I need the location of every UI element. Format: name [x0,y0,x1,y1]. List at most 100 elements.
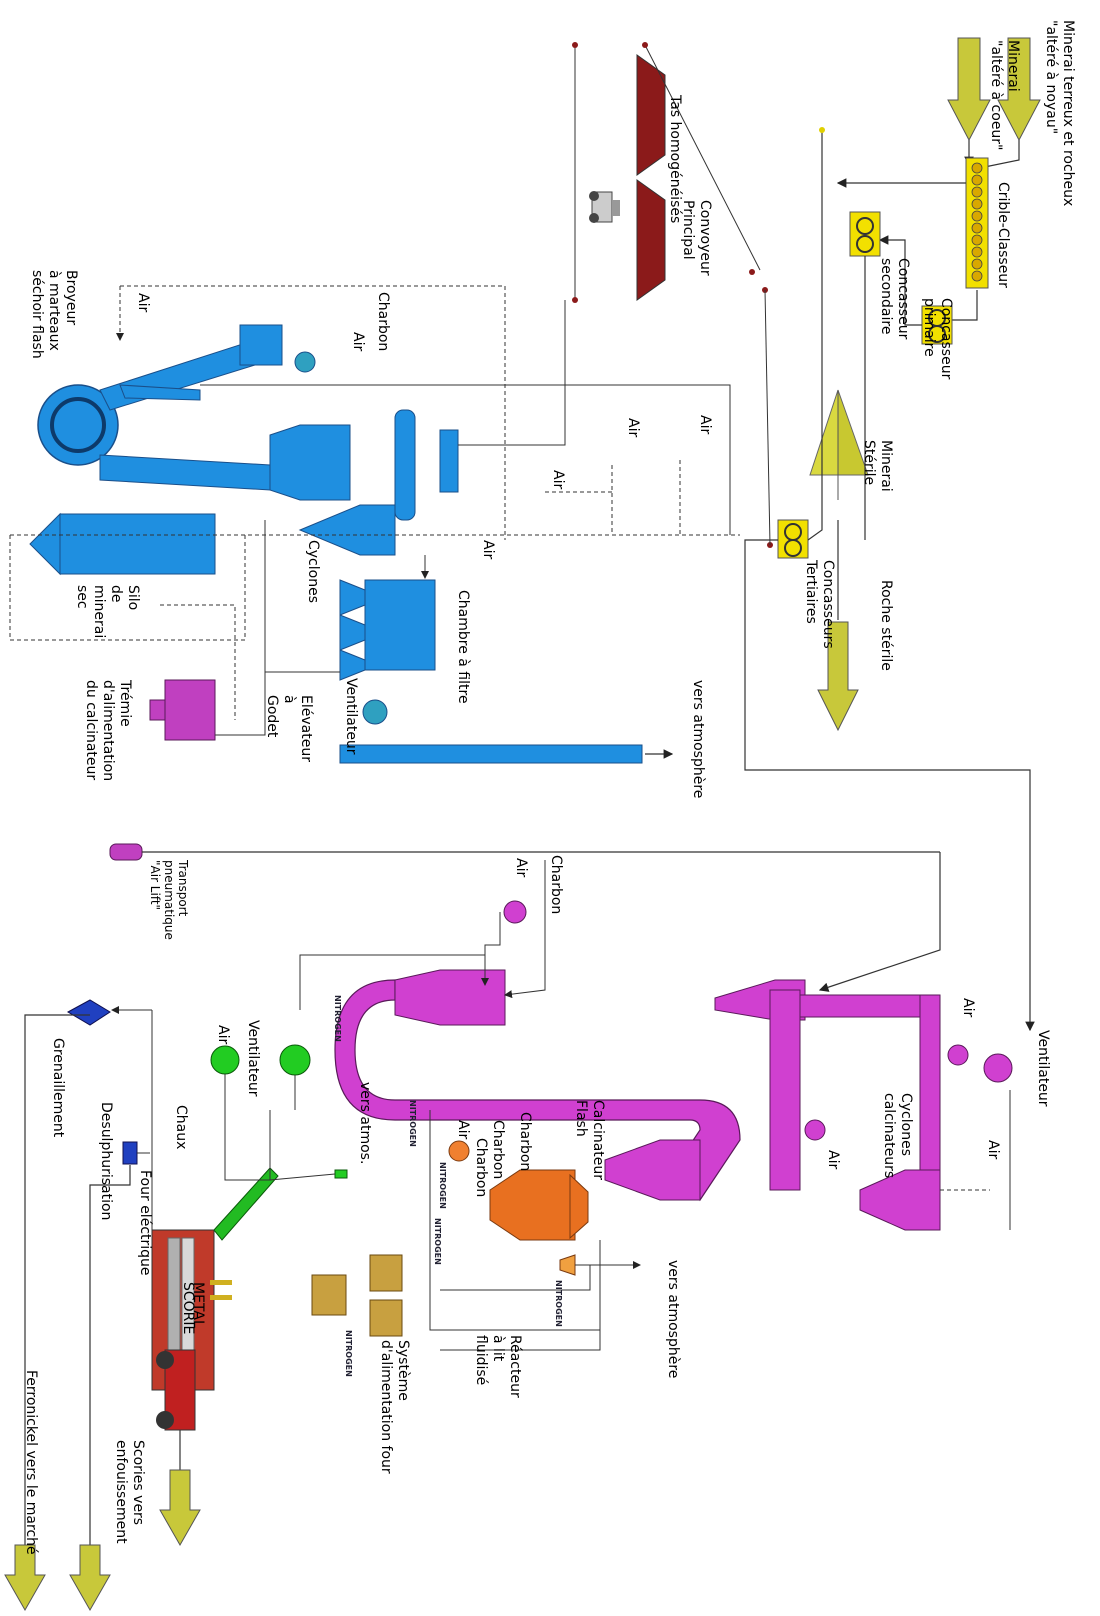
label-ore-core-2: "altéré à coeur" [988,40,1004,151]
label-silo-1: Silo [125,585,141,611]
label-air-2: Air [697,415,713,435]
label-chambre-filtre: Chambre à filtre [455,590,471,704]
label-roche-sterile: Roche stérile [878,580,894,671]
label-minerai-sterile-2: Stérile [861,440,877,486]
label-calcinateur-1: Calcinateur [590,1100,606,1181]
label-charbon-flash: Charbon [517,1112,533,1172]
cyclones-blue [298,409,459,556]
concasseur-secondaire [849,211,881,257]
label-vers-atmosphere-reactor: vers atmosphère [665,1260,681,1379]
chambre-a-filtre [339,579,436,681]
output-arrow-ferronickel [4,1544,46,1612]
label-air-calc-4: Air [825,1150,841,1170]
label-charbon-dryer: Charbon [375,292,391,352]
label-ore-earthy-2: "altéré à noyau" [1043,20,1059,135]
label-four: Four eléctrique [137,1170,153,1276]
label-concasseur-secondaire-2: secondaire [878,258,894,335]
label-elevateur-3: Godet [264,695,280,738]
label-metal: METAL [190,1282,206,1328]
label-ventilateur-furnace: Ventilateur [245,1020,261,1097]
output-arrow-scories [159,1469,201,1547]
label-desulph: Desulphurisation [98,1102,114,1221]
label-cyclones-calc-2: calcinateurs [881,1093,897,1179]
label-silo-3: minerai [91,585,107,639]
label-air-calc-2: Air [960,998,976,1018]
grenaillement-unit [66,999,111,1026]
label-broyeur-3: séchoir flash [29,270,45,359]
label-concasseur-primaire-2: primaire [921,298,937,357]
label-air-furnace: Air [215,1025,231,1045]
label-tremie-3: du calcinateur [83,680,99,781]
broyeur-secheur [37,339,271,491]
label-elevateur-1: Elévateur [298,695,314,762]
label-concasseurs-tertiaires-2: Tertiaires [803,560,819,624]
label-nitrogen-1: NITROGEN [333,995,342,1042]
cyclones-calcinateurs [714,979,941,1231]
label-broyeur-1: Broyeur [63,270,79,326]
label-elevateur-2: à [281,695,297,704]
label-chaux: Chaux [173,1105,189,1150]
label-nitrogen-2: NITROGEN [408,1100,417,1147]
label-transport-1: Transport [176,860,190,917]
label-nitrogen-4: NITROGEN [433,1218,442,1265]
reacteur-lit-fluidise [448,1140,589,1276]
label-vers-atmosphere-top: vers atmosphère [690,680,706,799]
tremie-calcinateur [149,679,216,741]
label-scories-2: enfouissement [113,1440,129,1544]
label-reacteur-3: fluidisé [473,1335,489,1386]
label-cyclones-calc-1: Cyclones [898,1093,914,1156]
dryer-cyclone [269,424,351,501]
label-tremie-2: d'alimentation [100,680,116,782]
label-tremie-1: Trémie [117,680,133,727]
label-concasseurs-tertiaires-1: Concasseurs [820,560,836,649]
label-air-3: Air [550,470,566,490]
label-nitrogen-5: NITROGEN [554,1280,563,1327]
label-calcinateur-2: Flash [573,1100,589,1137]
silo-minerai-sec [29,512,216,576]
label-charbon-reactor-2: Charbon [473,1138,489,1198]
label-systeme-1: Système [395,1340,411,1401]
label-grenaillement: Grenaillement [50,1038,66,1138]
concasseurs-tertiaires [777,519,809,559]
concasseur-primaire [921,305,953,345]
calciner-fans [503,900,1013,1141]
label-ore-core-1: Minerai [1005,40,1021,92]
label-air-reactor: Air [455,1120,471,1140]
label-ferronickel: Ferronickel vers le marché [23,1370,39,1555]
output-arrow-desulph [69,1544,111,1612]
charbon-burner [239,324,316,373]
label-ore-earthy-1: Minerai terreux et rocheux [1060,20,1076,207]
label-broyeur-2: à marteaux [46,270,62,351]
label-vers-atmos: vers atmos. [357,1082,373,1165]
label-systeme-2: d'alimentation four [378,1340,394,1474]
roche-sterile-arrow [817,621,859,732]
label-silo-2: de [108,585,124,603]
label-convoyeur-1: Convoyeur [697,200,713,276]
label-charbon-reactor: Charbon [490,1120,506,1180]
label-cyclones: Cyclones [305,540,321,603]
label-air-1: Air [625,418,641,438]
tas-homogeneises-1 [636,54,666,176]
green-fans [210,1044,348,1179]
transport-air-lift [109,843,143,861]
label-crible: Crible-Classeur [995,182,1011,288]
truck-icon [156,1349,196,1431]
ventilateur-blue [362,699,388,725]
label-air-dryer: Air [135,293,151,313]
label-air-calc-3: Air [985,1140,1001,1160]
label-convoyeur-2: Principal [680,200,696,260]
tas-homogeneises-2 [636,179,666,301]
ore-input-arrow-core [947,37,991,142]
systeme-alimentation-four [311,1254,403,1337]
green-chute [213,1167,279,1241]
minerai-sterile-pile [809,389,869,620]
label-reacteur-1: Réacteur [507,1335,523,1398]
calcinateur-flash [334,969,741,1202]
label-air-4: Air [480,540,496,560]
label-air-calc: Air [513,858,529,878]
label-transport-3: "Air Lift" [148,860,162,911]
label-minerai-sterile-1: Minerai [878,440,894,492]
crible-classeur [965,157,989,289]
label-nitrogen-6: NITROGEN [344,1330,353,1377]
